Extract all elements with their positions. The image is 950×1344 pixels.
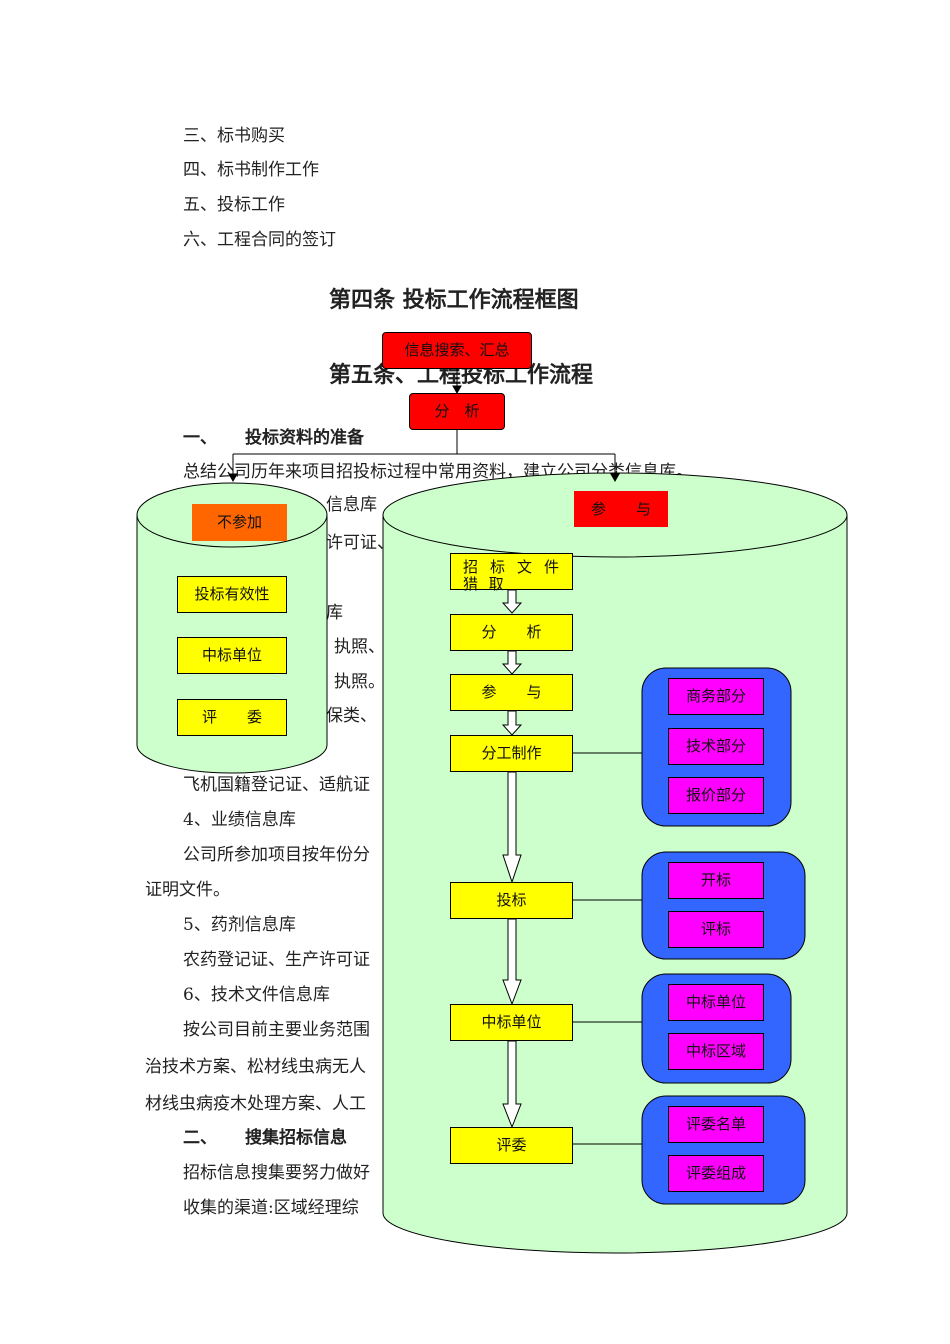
participate-box: 参 与 bbox=[574, 491, 668, 527]
step-participate: 参 与 bbox=[450, 674, 573, 711]
group-item-technical: 技术部分 bbox=[668, 728, 764, 765]
left-item-judges: 评 委 bbox=[177, 699, 287, 736]
step-arrows bbox=[501, 589, 523, 1129]
toc-item-3: 三、标书购买 bbox=[183, 126, 285, 146]
top-connectors bbox=[228, 369, 620, 483]
step-division-of-work: 分工制作 bbox=[450, 735, 573, 772]
section1-number: 一、 bbox=[183, 428, 217, 448]
info-search-box: 信息搜索、汇总 bbox=[382, 332, 532, 369]
group-item-bid-evaluation: 评标 bbox=[668, 911, 764, 948]
text-fragment: 许可证、 bbox=[326, 533, 394, 553]
toc-item-4: 四、标书制作工作 bbox=[183, 160, 319, 180]
group-item-winning-unit: 中标单位 bbox=[668, 984, 764, 1021]
heading-article-4: 第四条 投标工作流程框图 bbox=[329, 287, 579, 313]
group-connectors bbox=[573, 752, 643, 1145]
section2-channels: 收集的渠道:区域经理综 bbox=[183, 1198, 359, 1218]
paragraph-tech-doc: 按公司目前主要业务范围 bbox=[183, 1020, 370, 1040]
paragraph-pesticide: 农药登记证、生产许可证 bbox=[183, 950, 370, 970]
group-item-quotation: 报价部分 bbox=[668, 777, 764, 814]
paragraph-tech-doc-cont: 治技术方案、松材线虫病无人 bbox=[145, 1057, 366, 1077]
text-fragment: 执照。 bbox=[334, 672, 385, 692]
item-tech-doc-db: 6、技术文件信息库 bbox=[183, 985, 330, 1005]
section2-number: 二、 bbox=[183, 1128, 217, 1148]
step-analysis: 分 析 bbox=[450, 614, 573, 651]
left-item-winning-unit: 中标单位 bbox=[177, 637, 287, 674]
step-bidding: 投标 bbox=[450, 882, 573, 919]
paragraph-plane: 飞机国籍登记证、适航证 bbox=[183, 775, 370, 795]
section1-title: 投标资料的准备 bbox=[245, 428, 364, 448]
text-fragment: 信息库 bbox=[326, 495, 377, 515]
left-item-bid-validity: 投标有效性 bbox=[177, 576, 287, 613]
section2-paragraph: 招标信息搜集要努力做好 bbox=[183, 1163, 370, 1183]
paragraph-performance: 公司所参加项目按年份分 bbox=[183, 845, 370, 865]
step-obtain-tender-docs: 招 标 文 件 猎 取 bbox=[450, 553, 573, 593]
analysis-box-top: 分 析 bbox=[409, 393, 505, 430]
item-pesticide-db: 5、药剂信息库 bbox=[183, 915, 296, 935]
group-item-judge-composition: 评委组成 bbox=[668, 1155, 764, 1192]
item-performance-db: 4、业绩信息库 bbox=[183, 810, 296, 830]
step-winning-unit: 中标单位 bbox=[450, 1004, 573, 1041]
group-item-bid-opening: 开标 bbox=[668, 862, 764, 899]
group-item-judge-list: 评委名单 bbox=[668, 1106, 764, 1143]
text-fragment: 库 bbox=[326, 603, 343, 623]
group-item-commercial: 商务部分 bbox=[668, 678, 764, 715]
paragraph-tech-doc-cont2: 材线虫病疫木处理方案、人工 bbox=[145, 1094, 366, 1114]
step-judges: 评委 bbox=[450, 1127, 573, 1164]
toc-item-5: 五、投标工作 bbox=[183, 195, 285, 215]
not-participate-box: 不参加 bbox=[192, 504, 287, 541]
text-fragment: 执照、 bbox=[334, 637, 385, 657]
paragraph-performance-cont: 证明文件。 bbox=[145, 880, 230, 900]
section2-title: 搜集招标信息 bbox=[245, 1128, 347, 1148]
group-item-winning-region: 中标区域 bbox=[668, 1033, 764, 1070]
toc-item-6: 六、工程合同的签订 bbox=[183, 230, 336, 250]
text-fragment: 保类、 bbox=[326, 706, 377, 726]
